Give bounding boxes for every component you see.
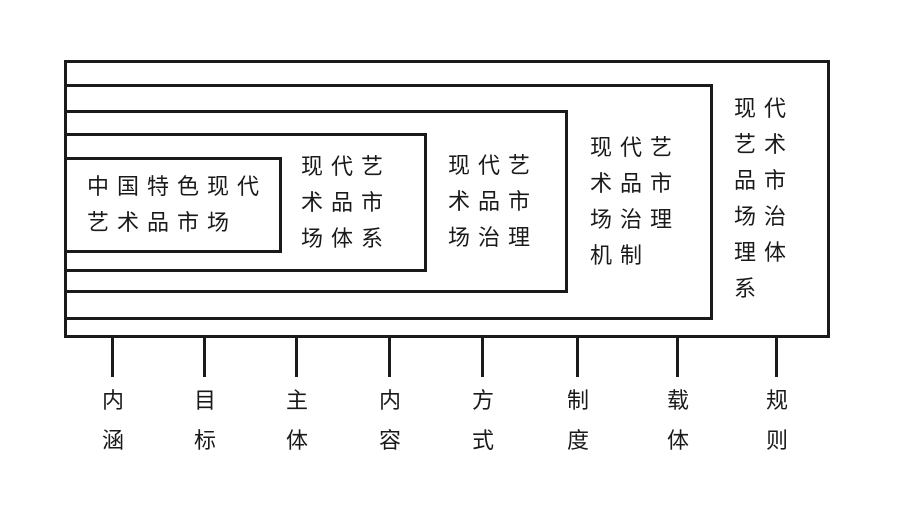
connector-line-mubiao: [203, 338, 206, 377]
label-line: 艺术品市场: [87, 210, 238, 235]
box-modern-art-market-governance-mechanism: 现代艺 术品市 场治理 机制: [64, 84, 713, 320]
label-line: 艺术: [734, 132, 795, 157]
label-line: 场治: [734, 204, 795, 229]
box-modern-art-market-system-label: 现代艺 术品市 场体系: [301, 136, 391, 269]
connector-line-zaiti: [676, 338, 679, 377]
label-line: 品市: [734, 168, 795, 193]
label-line: 场体系: [301, 225, 392, 251]
connector-line-guize: [775, 338, 778, 377]
label-line: 场治理: [448, 224, 539, 250]
label-line: 现代: [734, 96, 795, 121]
dimension-label-neirong: 内容: [378, 388, 401, 453]
dimension-label-zaiti: 载体: [666, 388, 689, 453]
box-chinese-characteristics-modern-art-market: 中国特色现代 艺术品市场: [64, 157, 282, 253]
box-modern-art-market-governance-label: 现代艺 术品市 场治理: [448, 113, 538, 290]
connector-line-zhuti: [295, 338, 298, 377]
label-line: 中国特色现代: [87, 174, 268, 199]
label-line: 现代艺: [590, 135, 681, 160]
connector-line-fangshi: [481, 338, 484, 377]
dimension-label-zhidu: 制度: [566, 388, 589, 453]
dimension-label-guize: 规则: [765, 388, 788, 453]
label-line: 现代艺: [301, 153, 392, 179]
dimension-label-zhuti: 主体: [285, 388, 308, 453]
box-modern-art-market-governance-system-label: 现代 艺术 品市 场治 理体 系: [734, 63, 794, 335]
label-line: 现代艺: [448, 152, 539, 178]
label-line: 理体: [734, 240, 795, 265]
label-line: 系: [734, 276, 765, 301]
connector-line-neirong: [388, 338, 391, 377]
dimension-label-fangshi: 方式: [471, 388, 494, 453]
box-chinese-characteristics-modern-art-market-label: 中国特色现代 艺术品市场: [87, 160, 267, 250]
label-line: 术品市: [301, 189, 392, 215]
label-line: 术品市: [448, 188, 539, 214]
connector-line-zhidu: [576, 338, 579, 377]
box-modern-art-market-governance-mechanism-label: 现代艺 术品市 场治理 机制: [590, 87, 680, 317]
label-line: 术品市: [590, 171, 681, 196]
label-line: 场治理: [590, 207, 681, 232]
label-line: 机制: [590, 243, 651, 268]
connector-line-neihan: [111, 338, 114, 377]
dimension-label-mubiao: 目标: [193, 388, 216, 453]
dimension-label-neihan: 内涵: [101, 388, 124, 453]
